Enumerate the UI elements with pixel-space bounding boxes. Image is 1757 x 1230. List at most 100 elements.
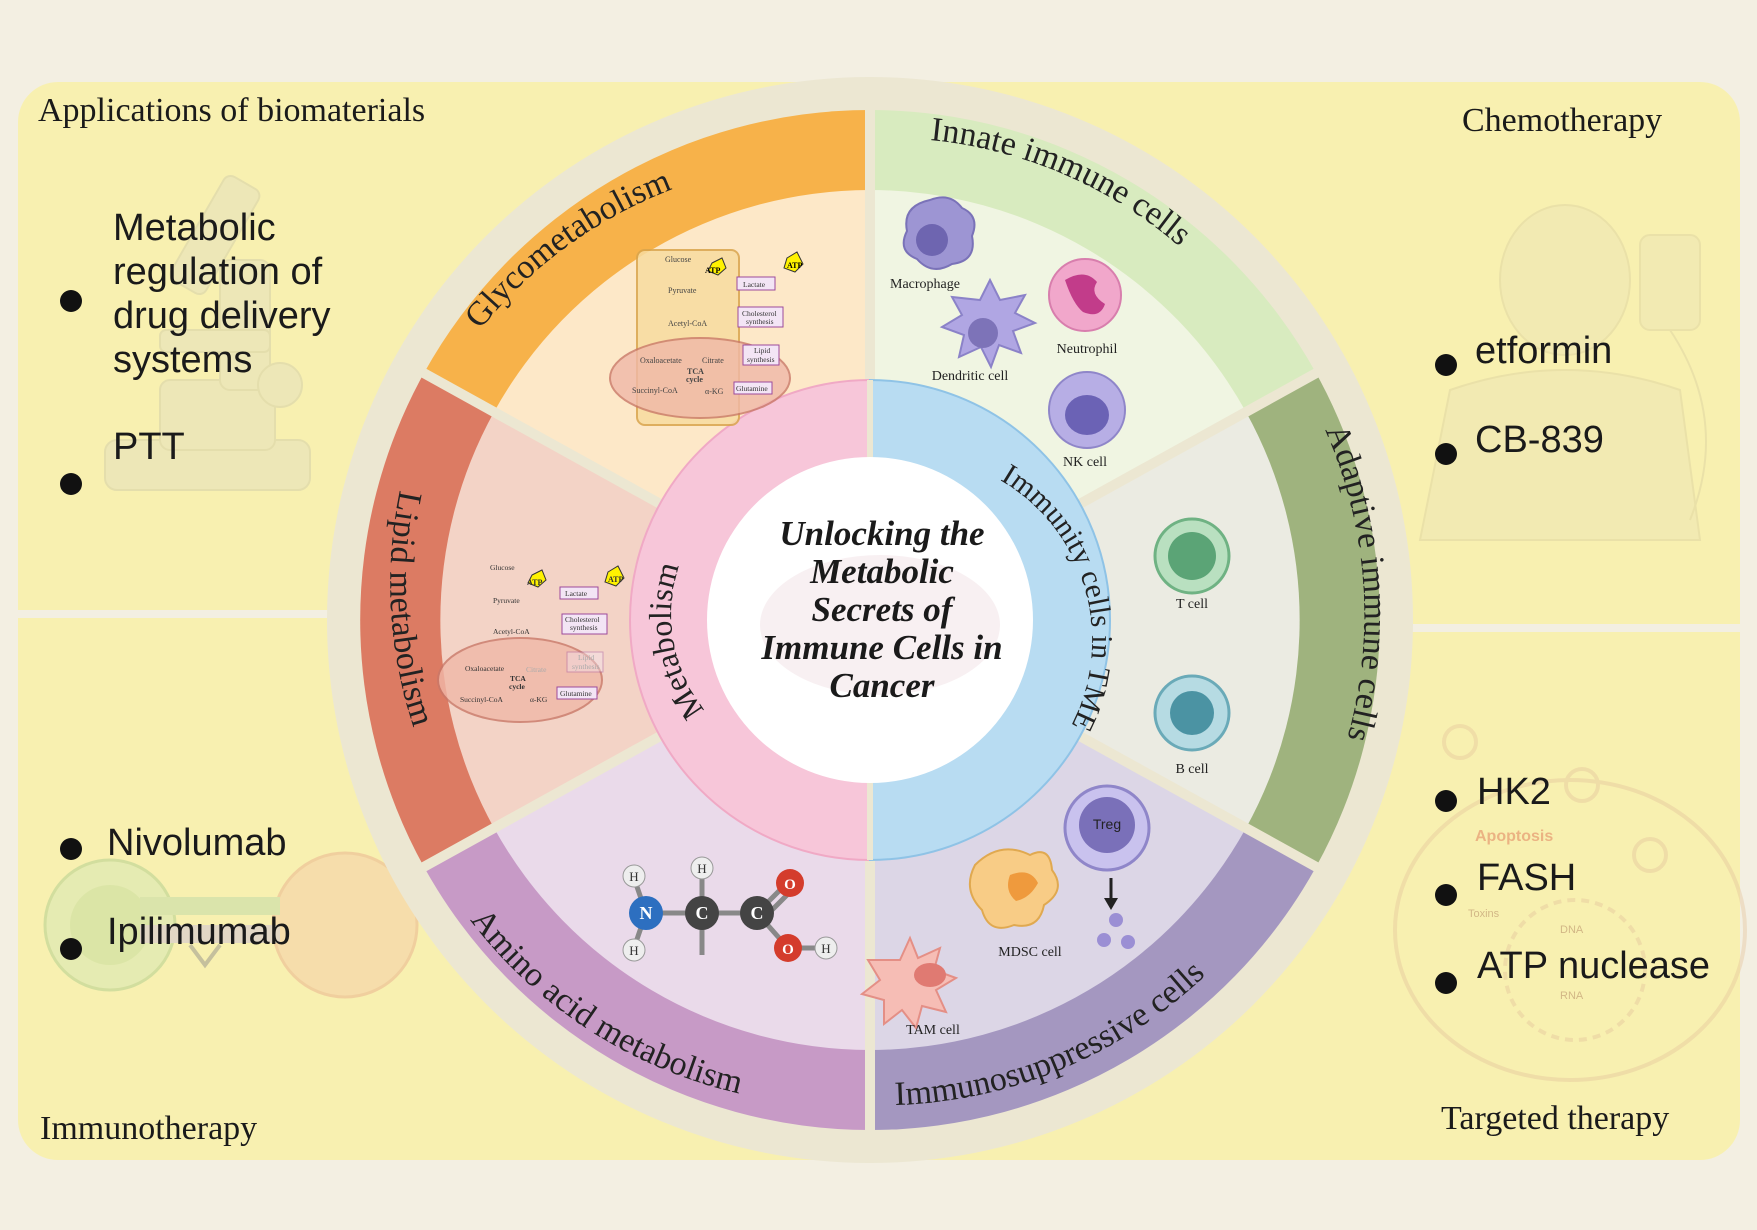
bullet-text: PTT: [113, 426, 185, 468]
svg-text:H: H: [629, 869, 638, 884]
center-title-line-3: Secrets of: [812, 590, 956, 629]
svg-text:Pyruvate: Pyruvate: [668, 286, 697, 295]
svg-text:H: H: [821, 941, 830, 956]
list-item-hk2: HK2: [1435, 770, 1551, 814]
center-watermark: [760, 555, 1000, 695]
cancer-cell-icon: [1393, 724, 1747, 1082]
svg-text:synthesis: synthesis: [572, 662, 600, 671]
bullet: [60, 838, 82, 860]
svg-text:Succinyl-CoA: Succinyl-CoA: [632, 386, 678, 395]
svg-text:C: C: [751, 903, 764, 923]
svg-text:Citrate: Citrate: [702, 356, 724, 365]
svg-text:Succinyl-CoA: Succinyl-CoA: [460, 695, 503, 704]
svg-text:ATP: ATP: [787, 261, 803, 270]
svg-text:N: N: [640, 903, 653, 923]
svg-text:O: O: [784, 877, 796, 893]
label-neutrophil: Neutrophil: [1057, 342, 1118, 357]
svg-text:Acetyl-CoA: Acetyl-CoA: [493, 627, 530, 636]
label-dna: DNA: [1560, 924, 1584, 936]
title-immunotherapy: Immunotherapy: [40, 1110, 258, 1147]
bullet: [1435, 972, 1457, 994]
bullet-text: ATP nuclease: [1477, 945, 1711, 987]
svg-text:Citrate: Citrate: [526, 665, 547, 674]
bullet-text: FASH: [1477, 857, 1577, 899]
label-toxins: Toxins: [1468, 908, 1500, 920]
svg-text:cycle: cycle: [509, 682, 525, 691]
center-title-line-2: Metabolic: [809, 552, 954, 591]
bullet-text: etformin: [1475, 330, 1613, 372]
svg-text:Acetyl-CoA: Acetyl-CoA: [668, 319, 707, 328]
bullet: [60, 938, 82, 960]
label-treg: Treg: [1093, 816, 1121, 832]
svg-text:Glutamine: Glutamine: [736, 384, 768, 393]
innate-cells-diagram: Macrophage Dendritic cell Neutrophil NK …: [890, 196, 1126, 470]
bullet: [1435, 790, 1457, 812]
bullet-text: Nivolumab: [107, 822, 287, 864]
label-nk-cell: NK cell: [1063, 455, 1107, 470]
immunosuppressive-cells-diagram: Treg MDSC cell TAM cell: [859, 784, 1151, 1038]
svg-text:synthesis: synthesis: [746, 317, 774, 326]
adaptive-cells-diagram: T cell B cell: [1153, 517, 1231, 777]
list-item-nivolumab: Nivolumab: [60, 821, 287, 865]
svg-text:Glucose: Glucose: [665, 255, 692, 264]
center-title-line-5: Cancer: [830, 666, 935, 705]
label-macrophage: Macrophage: [890, 277, 960, 292]
label-mdsc-cell: MDSC cell: [998, 945, 1062, 960]
list-item-ptt: PTT: [60, 425, 185, 495]
label-dendritic-cell: Dendritic cell: [932, 369, 1009, 384]
panel-divider-h-left: [18, 610, 378, 618]
svg-text:cycle: cycle: [686, 375, 703, 384]
svg-text:Lipid: Lipid: [754, 346, 770, 355]
bullet-text: Ipilimumab: [107, 911, 291, 953]
label-b-cell: B cell: [1175, 762, 1208, 777]
bullet-text: Metabolic regulation of drug delivery sy…: [113, 207, 331, 381]
center-title: Unlocking the Metabolic Secrets of Immun…: [760, 514, 1002, 705]
label-apoptosis: Apoptosis: [1475, 828, 1554, 845]
svg-text:ATP: ATP: [527, 578, 543, 587]
bullet: [1435, 443, 1457, 465]
svg-text:ATP: ATP: [608, 575, 624, 584]
svg-text:TCA: TCA: [510, 674, 526, 683]
panel-divider-h-right: [1400, 624, 1740, 632]
list-item-fash: FASH: [1435, 856, 1577, 906]
svg-text:Oxaloacetate: Oxaloacetate: [465, 664, 505, 673]
svg-text:Glucose: Glucose: [490, 563, 515, 572]
list-item-atp-nuclease: ATP nuclease: [1435, 944, 1711, 994]
svg-text:Lactate: Lactate: [565, 589, 588, 598]
svg-text:α-KG: α-KG: [530, 695, 548, 704]
amino-acid-molecule-diagram: H H H H N C C O O: [622, 856, 838, 962]
list-item-etformin: etformin: [1435, 329, 1613, 376]
svg-text:O: O: [782, 942, 794, 958]
list-item-metabolic-regulation: Metabolic regulation of drug delivery sy…: [60, 206, 373, 382]
label-rna: RNA: [1560, 990, 1584, 1002]
center-title-line-4: Immune Cells in: [760, 628, 1002, 667]
label-tam-cell: TAM cell: [906, 1023, 960, 1038]
svg-text:H: H: [629, 943, 638, 958]
tam-cell-icon: [859, 935, 959, 1031]
center-title-line-1: Unlocking the: [779, 514, 984, 553]
svg-text:synthesis: synthesis: [747, 355, 775, 364]
svg-text:Cholesterol: Cholesterol: [742, 309, 777, 318]
bullet-text: HK2: [1477, 771, 1551, 813]
title-targeted-therapy: Targeted therapy: [1441, 1100, 1670, 1137]
svg-text:Pyruvate: Pyruvate: [493, 596, 520, 605]
title-chemotherapy: Chemotherapy: [1462, 102, 1663, 139]
svg-text:Cholesterol: Cholesterol: [565, 615, 600, 624]
patient-icon: [1418, 204, 1707, 541]
list-item-ipilimumab: Ipilimumab: [60, 910, 291, 960]
bullet: [60, 473, 82, 495]
svg-text:H: H: [697, 861, 706, 876]
svg-text:synthesis: synthesis: [570, 623, 598, 632]
svg-text:ATP: ATP: [705, 266, 721, 275]
svg-text:α-KG: α-KG: [705, 387, 724, 396]
list-item-cb839: CB-839: [1435, 418, 1604, 465]
bullet: [60, 290, 82, 312]
microscope-icon: [104, 174, 311, 491]
svg-text:TCA: TCA: [687, 367, 704, 376]
bullet-text: CB-839: [1475, 419, 1604, 461]
glycolysis-pathway-diagram: Glucose Pyruvate Acetyl-CoA Oxaloacetate…: [609, 249, 804, 426]
bullet: [1435, 354, 1457, 376]
svg-text:Lipid: Lipid: [578, 653, 594, 662]
